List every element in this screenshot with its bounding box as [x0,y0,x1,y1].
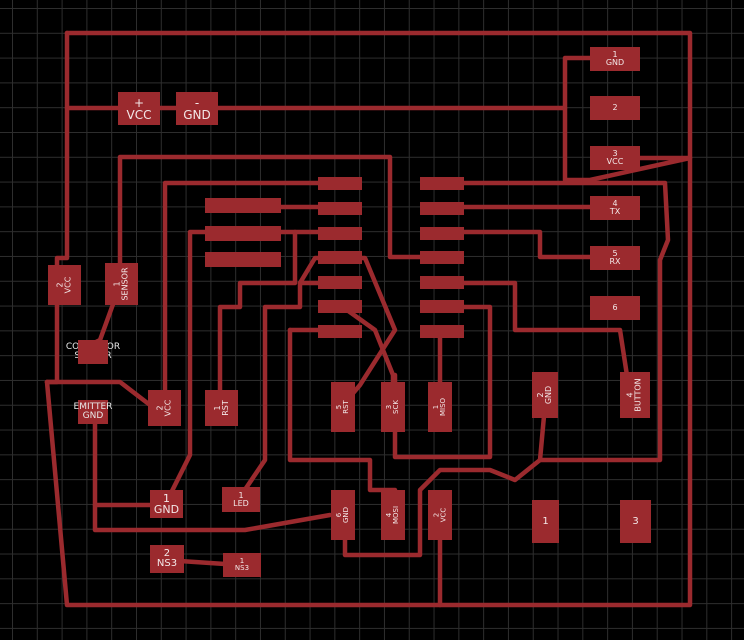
big-pad-3[interactable]: 3 [620,500,651,543]
header-pin-2[interactable]: 2 [590,96,640,120]
regulator-pad-1[interactable] [205,198,281,213]
isp-rst-pad[interactable]: 1 RST [205,390,238,426]
led-pad[interactable]: 1 LED [222,487,260,512]
ns3-pad-2[interactable]: 2 NS3 [150,545,184,573]
ic-pin-right-1[interactable] [420,177,464,190]
ic-pin-left-4[interactable] [318,251,362,264]
gnd-lower-pad[interactable]: 1 GND [150,490,183,518]
ic-pin-right-6[interactable] [420,300,464,313]
trace-ic-l1 [162,180,343,408]
ic-pin-left-2[interactable] [318,202,362,215]
header-pin-6[interactable]: 6 [590,296,640,320]
sensor-connector-vcc[interactable]: 2 VCC [48,265,81,305]
trace-left-vertical [44,30,70,385]
trace-emitter [92,407,333,533]
trace-rst [297,255,398,408]
ic-pin-right-7[interactable] [420,325,464,338]
emitter-pad[interactable] [78,400,108,424]
ic-pin-left-5[interactable] [318,276,362,289]
collector-pad[interactable] [78,340,108,364]
ic-pin-left-7[interactable] [318,325,362,338]
ns3-pad-1[interactable]: 1 NS3 [223,553,261,577]
regulator-pad-3[interactable] [205,252,281,267]
ic-pin-right-4[interactable] [420,251,464,264]
trace-ic-l6 [287,327,398,493]
ic-pin-right-5[interactable] [420,276,464,289]
header-pin-3-vcc[interactable]: 3 VCC [590,146,640,170]
button-pad[interactable]: 4 BUTTON [620,372,650,418]
isp-rst5-pad[interactable]: 5 RST [331,382,355,432]
ic-pin-right-2[interactable] [420,202,464,215]
isp-gnd6-pad[interactable]: 6 GND [331,490,355,540]
ic-pin-left-1[interactable] [318,177,362,190]
trace-gnd-loop [342,402,548,558]
trace-ic-l3 [162,229,343,508]
trace-vcc-rail [562,105,693,183]
isp-vcc-pad[interactable]: 2 VCC [148,390,181,426]
sensor-connector-sensor[interactable]: 1 SENSOR [105,263,138,305]
button-gnd-pad[interactable]: 2 GND [532,372,558,418]
trace-ic-l4 [217,229,298,408]
trace-ic-r3 [437,229,618,260]
isp-sck-pad[interactable]: 3 SCK [381,382,405,432]
isp-vcc2-pad[interactable]: 2 VCC [428,490,452,540]
isp-mosi-pad[interactable]: 4 MOSI [381,490,405,540]
big-pad-1[interactable]: 1 [532,500,559,543]
isp-miso-pad[interactable]: 1 MISO [428,382,452,432]
trace-ic-r1 [437,180,671,463]
ic-pin-right-3[interactable] [420,227,464,240]
header-pin-5-rx[interactable]: 5 RX [590,246,640,270]
trace-sensor-top [117,154,443,288]
trace-outer-ring [44,30,693,608]
header-pin-1-gnd[interactable]: 1 GND [590,47,640,71]
trace-left-vcc [44,379,153,408]
trace-ic-l5 [237,280,343,500]
vcc-power-pad[interactable]: + VCC [118,92,160,125]
gnd-power-pad[interactable]: - GND [176,92,218,125]
ic-pin-left-6[interactable] [318,300,362,313]
regulator-pad-2[interactable] [205,226,281,241]
header-pin-4-tx[interactable]: 4 TX [590,196,640,220]
ic-pin-left-3[interactable] [318,227,362,240]
trace-ic-r4 [437,280,633,398]
emitter-gnd-label: EMITTER GND [73,402,113,421]
